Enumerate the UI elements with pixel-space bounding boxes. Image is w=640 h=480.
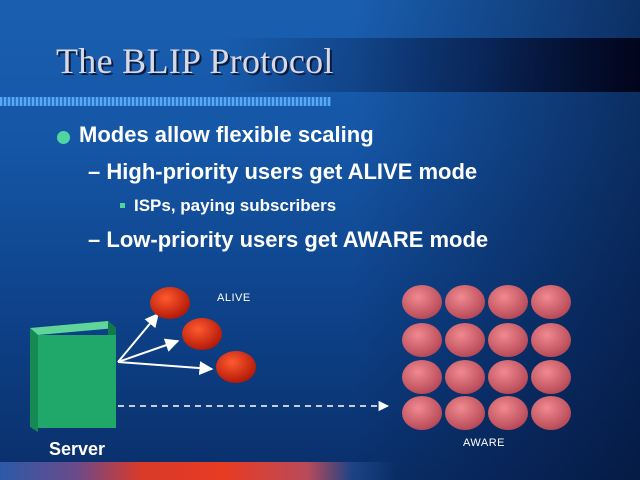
arrow-to-alive-user-3 (117, 361, 214, 376)
aware-user-icon (531, 360, 571, 394)
dash-marker: – (88, 159, 101, 184)
server-icon (30, 321, 116, 432)
aware-user-icon (402, 360, 442, 394)
slide-title: The BLIP Protocol (56, 41, 334, 81)
arrow-to-alive-user-1 (117, 312, 159, 363)
alive-user-icon (150, 287, 190, 319)
bullet-dot-icon (57, 131, 70, 144)
bullet-level3: ISPs, paying subscribers (134, 196, 336, 216)
aware-user-icon (402, 396, 442, 430)
bullet-text: High-priority users get ALIVE mode (106, 159, 478, 184)
aware-user-icon (488, 396, 528, 430)
aware-user-icon (531, 323, 571, 357)
aware-user-icon (531, 396, 571, 430)
title-underline (0, 97, 331, 106)
alive-user-icon (216, 351, 256, 383)
bullet-level1: Modes allow flexible scaling (79, 122, 374, 148)
alive-users (150, 287, 256, 383)
aware-user-icon (445, 323, 485, 357)
aware-user-icon (445, 285, 485, 319)
server-label: Server (49, 439, 106, 459)
title-band (0, 38, 640, 92)
alive-label: ALIVE (217, 292, 251, 304)
aware-users (402, 285, 571, 430)
aware-user-icon (488, 360, 528, 394)
footer-accent-bar (0, 462, 640, 480)
alive-user-icon (182, 318, 222, 350)
aware-user-icon (445, 396, 485, 430)
aware-user-icon (402, 285, 442, 319)
aware-user-icon (488, 323, 528, 357)
bullet-text: Modes allow flexible scaling (79, 122, 374, 147)
aware-user-icon (531, 285, 571, 319)
aware-user-icon (445, 360, 485, 394)
bullet-text: Low-priority users get AWARE mode (106, 227, 489, 252)
dash-marker: – (88, 227, 101, 252)
bullet-level2-alive: – High-priority users get ALIVE mode (88, 159, 477, 185)
arrow-to-alive-user-2 (117, 338, 180, 363)
aware-user-icon (402, 323, 442, 357)
aware-user-icon (488, 285, 528, 319)
aware-label: AWARE (463, 437, 506, 449)
bullet-square-icon (120, 203, 125, 208)
bullet-level2-aware: – Low-priority users get AWARE mode (88, 227, 488, 253)
bullet-text: ISPs, paying subscribers (134, 196, 337, 215)
